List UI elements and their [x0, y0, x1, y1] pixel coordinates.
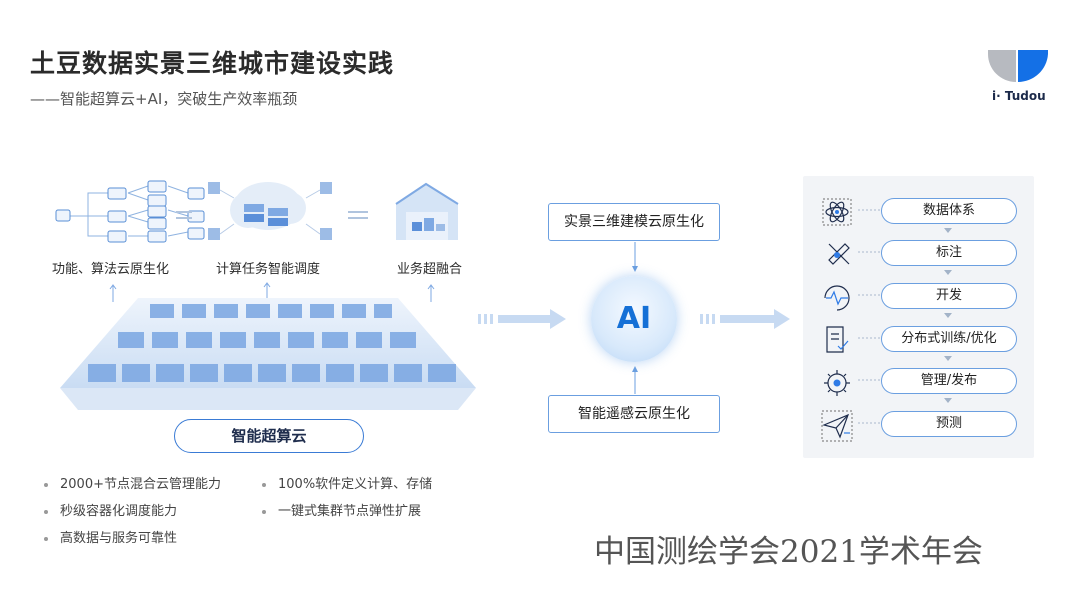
flow-arrow-right [700, 309, 790, 329]
label-function-cloud-native: 功能、算法云原生化 [52, 262, 170, 277]
conference-footer: 中国测绘学会2021学术年会 [594, 534, 983, 570]
top-illustrations [55, 180, 459, 243]
document-check-icon [826, 326, 849, 353]
smart-supercompute-cloud-label: 智能超算云 [174, 419, 364, 453]
pipeline-step-development: 开发 [881, 283, 1017, 309]
bullet-item: 高数据与服务可靠性 [44, 527, 177, 546]
atom-icon [822, 198, 852, 226]
bullet-item: 秒级容器化调度能力 [44, 500, 177, 519]
pipeline-step-annotation: 标注 [881, 240, 1017, 266]
node-network-icon [68, 185, 189, 237]
box-3d-modeling-cloud-native: 实景三维建模云原生化 [548, 203, 720, 241]
pulse-cycle-icon [824, 285, 850, 311]
box-remote-sensing-cloud-native: 智能遥感云原生化 [548, 395, 720, 433]
pipeline-step-prediction: 预测 [881, 411, 1017, 437]
pipeline-icons [821, 198, 853, 442]
bullet-item: 2000+节点混合云管理能力 [44, 473, 221, 492]
cloud-server-icon [208, 182, 332, 240]
pipeline-step-manage-publish: 管理/发布 [881, 368, 1017, 394]
pencil-ruler-icon [828, 243, 850, 265]
server-field-illustration [60, 298, 476, 410]
ai-circle: AI [591, 276, 677, 362]
bullet-item: 一键式集群节点弹性扩展 [262, 500, 421, 519]
page-title: 土豆数据实景三维城市建设实践 [30, 49, 395, 78]
pipeline-connectors [858, 209, 952, 424]
arrow-down-to-ai [632, 242, 638, 272]
label-business-fusion: 业务超融合 [397, 262, 463, 277]
label-smart-scheduling: 计算任务智能调度 [216, 262, 321, 277]
up-arrows [109, 282, 435, 302]
gear-icon [824, 370, 850, 396]
send-icon [821, 410, 853, 442]
arrow-up-to-ai [632, 366, 638, 394]
bullet-item: 100%软件定义计算、存储 [262, 473, 432, 492]
swap-arrows-icon [176, 211, 368, 219]
flow-arrow-left [478, 309, 566, 329]
warehouse-icon [395, 182, 459, 240]
page-subtitle: ——智能超算云+AI，突破生产效率瓶颈 [30, 90, 298, 108]
logo-text: i· Tudou [992, 89, 1046, 103]
pipeline-step-data-system: 数据体系 [881, 198, 1017, 224]
pipeline-step-distributed-training: 分布式训练/优化 [881, 326, 1017, 352]
tudou-logo [988, 50, 1048, 83]
